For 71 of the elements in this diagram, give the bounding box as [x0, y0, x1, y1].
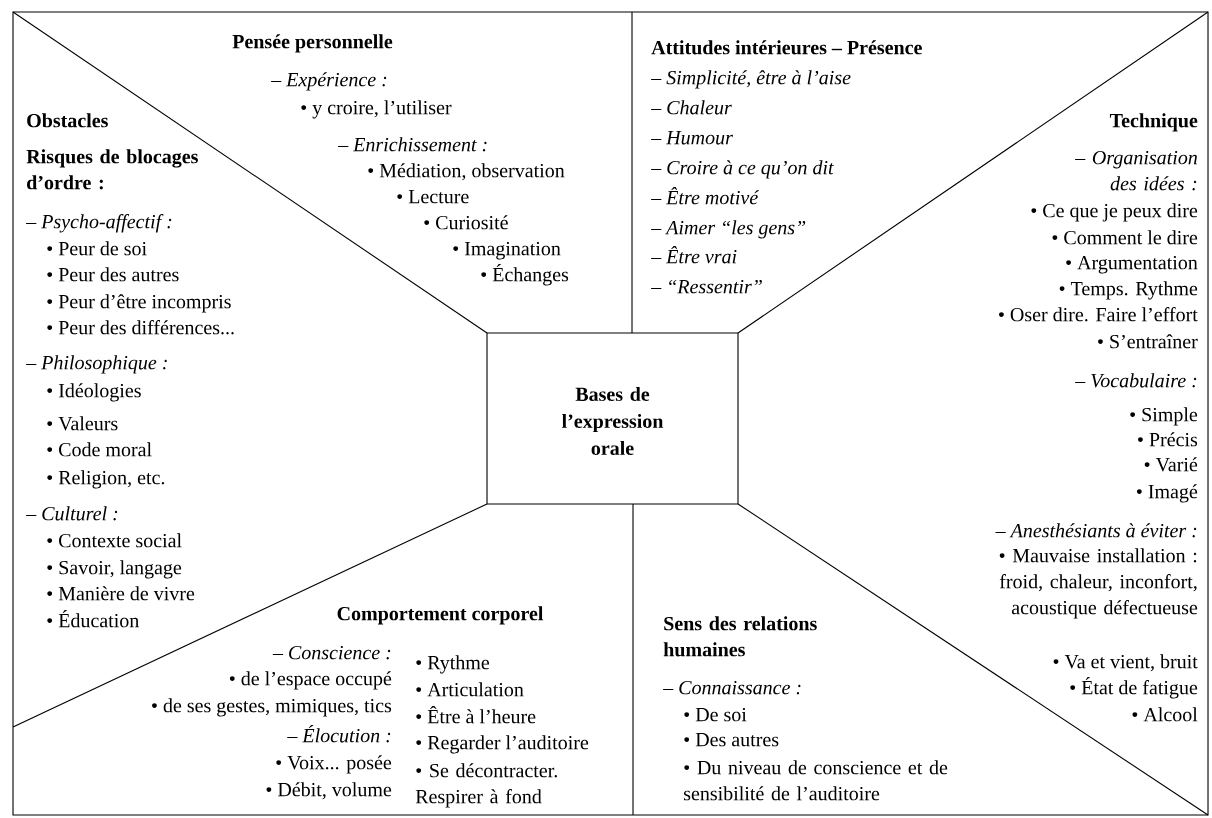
list-item: – Être vrai: [651, 246, 737, 264]
list-item: • Argumentation: [1066, 255, 1198, 274]
subheading: – Organisation des idées :: [1075, 150, 1197, 191]
subheading: – Expérience :: [271, 72, 387, 91]
subheading: – Connaissance :: [663, 680, 801, 695]
list-item: • Être à l’heure: [416, 706, 536, 724]
list-item: • de ses gestes, mimiques, tics: [152, 698, 392, 717]
list-item: • Curiosité: [424, 215, 508, 230]
list-item: • Lecture: [397, 190, 469, 204]
subheading: – Culturel :: [26, 506, 118, 521]
list-item: – Croire à ce qu’on dit: [651, 160, 834, 179]
section-heading: Sens des relations humaines: [663, 616, 817, 657]
list-item: – Simplicité, être à l’aise: [651, 70, 851, 89]
list-item: • Manière de vivre: [47, 586, 195, 601]
section-heading: Attitudes intérieures – Présence: [651, 40, 922, 55]
list-item: – “Ressentir”: [651, 279, 762, 294]
list-item: • Contexte social: [47, 533, 182, 548]
list-item: – Chaleur: [651, 100, 732, 115]
section-heading: Comportement corporel: [337, 606, 544, 625]
section-heading: Risques de blocages d’ordre :: [26, 149, 198, 190]
section-heading: Technique: [1109, 113, 1198, 132]
subheading: – Psycho-affectif :: [26, 214, 172, 233]
list-item: • Regarder l’auditoire: [416, 735, 589, 754]
list-item: • Varié: [1144, 457, 1198, 472]
center-box: Bases de l’expression orale: [486, 332, 739, 505]
list-item: • Médiation, observation: [368, 163, 565, 181]
list-item: • Peur de soi: [47, 241, 147, 256]
subheading: – Conscience :: [272, 645, 391, 660]
list-item: – Aimer “les gens”: [651, 220, 806, 239]
list-item: • Oser dire. Faire l’effort: [999, 307, 1198, 322]
section-heading: Obstacles: [27, 113, 108, 128]
list-item: • Échanges: [481, 264, 569, 286]
list-item: • Des autres: [684, 733, 779, 747]
list-item: • Peur d’être incompris: [47, 294, 231, 313]
section-heading: Pensée personnelle: [232, 34, 393, 53]
list-item: • y croire, l’utiliser: [301, 100, 452, 119]
list-item: • Valeurs: [47, 416, 118, 431]
list-item: • Savoir, langage: [47, 560, 182, 579]
list-item: • Éducation: [47, 610, 139, 628]
list-item: • De soi: [684, 707, 747, 722]
subheading: – Enrichissement :: [338, 137, 487, 152]
list-item: • Simple: [1130, 407, 1198, 426]
subheading: – Élocution :: [287, 725, 391, 743]
subheading: – Philosophique :: [26, 355, 167, 374]
list-item: – Humour: [651, 131, 733, 145]
list-item: • Imagé: [1136, 484, 1198, 503]
list-item: • Peur des autres: [47, 267, 179, 282]
list-item: • Se décontracter. Respirer à fond: [415, 763, 557, 808]
list-item: • de l’espace occupé: [229, 671, 392, 690]
list-item: • Articulation: [416, 682, 524, 697]
list-item: • Code moral: [47, 442, 152, 457]
list-item: • État de fatigue: [1070, 677, 1198, 699]
list-item: • Imagination: [453, 241, 561, 260]
list-item: • Débit, volume: [266, 782, 392, 800]
list-item: • Peur des différences...: [47, 320, 234, 335]
list-item: • S’entraîner: [1098, 334, 1198, 349]
list-item: • Précis: [1138, 432, 1198, 447]
list-item: – Être motivé: [651, 187, 759, 205]
subheading: – Anesthésiants à éviter :: [995, 523, 1197, 538]
list-item: • Rythme: [416, 655, 490, 674]
list-item: • Religion, etc.: [47, 470, 165, 489]
subheading: – Vocabulaire :: [1075, 373, 1197, 388]
list-item: • Va et vient, bruit: [1053, 654, 1198, 672]
list-item: • Alcool: [1132, 707, 1198, 722]
list-item: • Idéologies: [47, 383, 141, 402]
list-item: • Comment le dire: [1052, 230, 1198, 245]
list-item: • Ce que je peux dire: [1031, 203, 1198, 222]
list-item: • Voix... posée: [276, 755, 392, 774]
list-item: • Temps. Rythme: [1059, 281, 1198, 300]
list-item: • Mauvaise installation : froid, chaleur, inconfort, acoustique défectueuse: [999, 548, 1198, 619]
list-item: • Du niveau de conscience et de sensibilité de l’auditoire: [684, 760, 948, 801]
